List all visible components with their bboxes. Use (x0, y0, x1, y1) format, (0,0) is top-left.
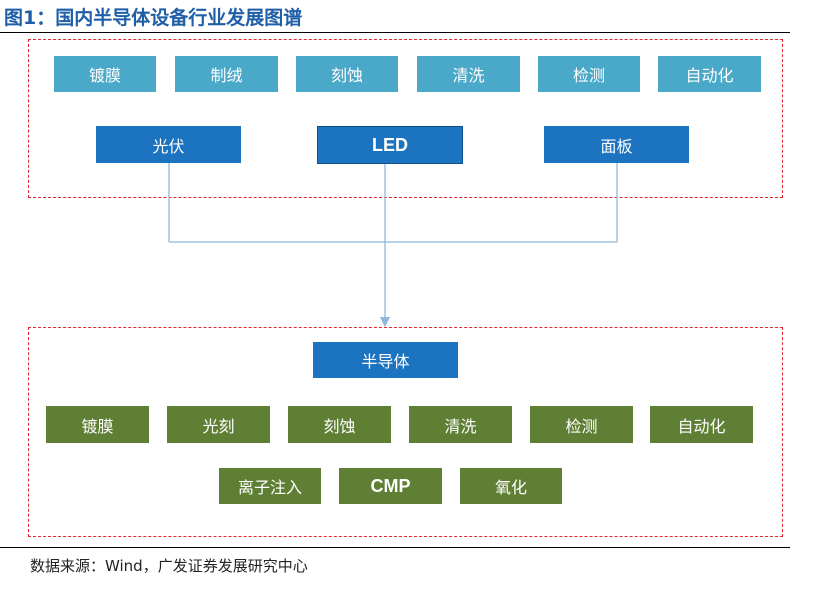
top-rule (0, 32, 790, 33)
semi-tag-etching: 刻蚀 (288, 406, 391, 443)
semi-tag-cleaning: 清洗 (409, 406, 512, 443)
top-tag-coating: 镀膜 (54, 56, 156, 92)
category-panel: 面板 (544, 126, 689, 163)
semi-tag-lithography: 光刻 (167, 406, 270, 443)
top-tag-inspection: 检测 (538, 56, 640, 92)
category-photovoltaic: 光伏 (96, 126, 241, 163)
top-tag-etching: 刻蚀 (296, 56, 398, 92)
semi-tag-cmp: CMP (339, 468, 442, 504)
semi-tag-ion-implantation: 离子注入 (219, 468, 321, 504)
semiconductor-header: 半导体 (313, 342, 458, 378)
source-note: 数据来源：Wind，广发证券发展研究中心 (30, 557, 308, 575)
bottom-rule (0, 547, 790, 548)
semi-tag-automation: 自动化 (650, 406, 753, 443)
top-tag-automation: 自动化 (658, 56, 761, 92)
semi-tag-oxidation: 氧化 (460, 468, 562, 504)
top-tag-cleaning: 清洗 (417, 56, 520, 92)
top-tag-texturing: 制绒 (175, 56, 278, 92)
semi-tag-coating: 镀膜 (46, 406, 149, 443)
bottom-group-frame (28, 327, 783, 537)
semi-tag-inspection: 检测 (530, 406, 633, 443)
category-led: LED (317, 126, 463, 164)
figure-title: 图1：国内半导体设备行业发展图谱 (4, 7, 303, 29)
top-group-frame (28, 39, 783, 198)
